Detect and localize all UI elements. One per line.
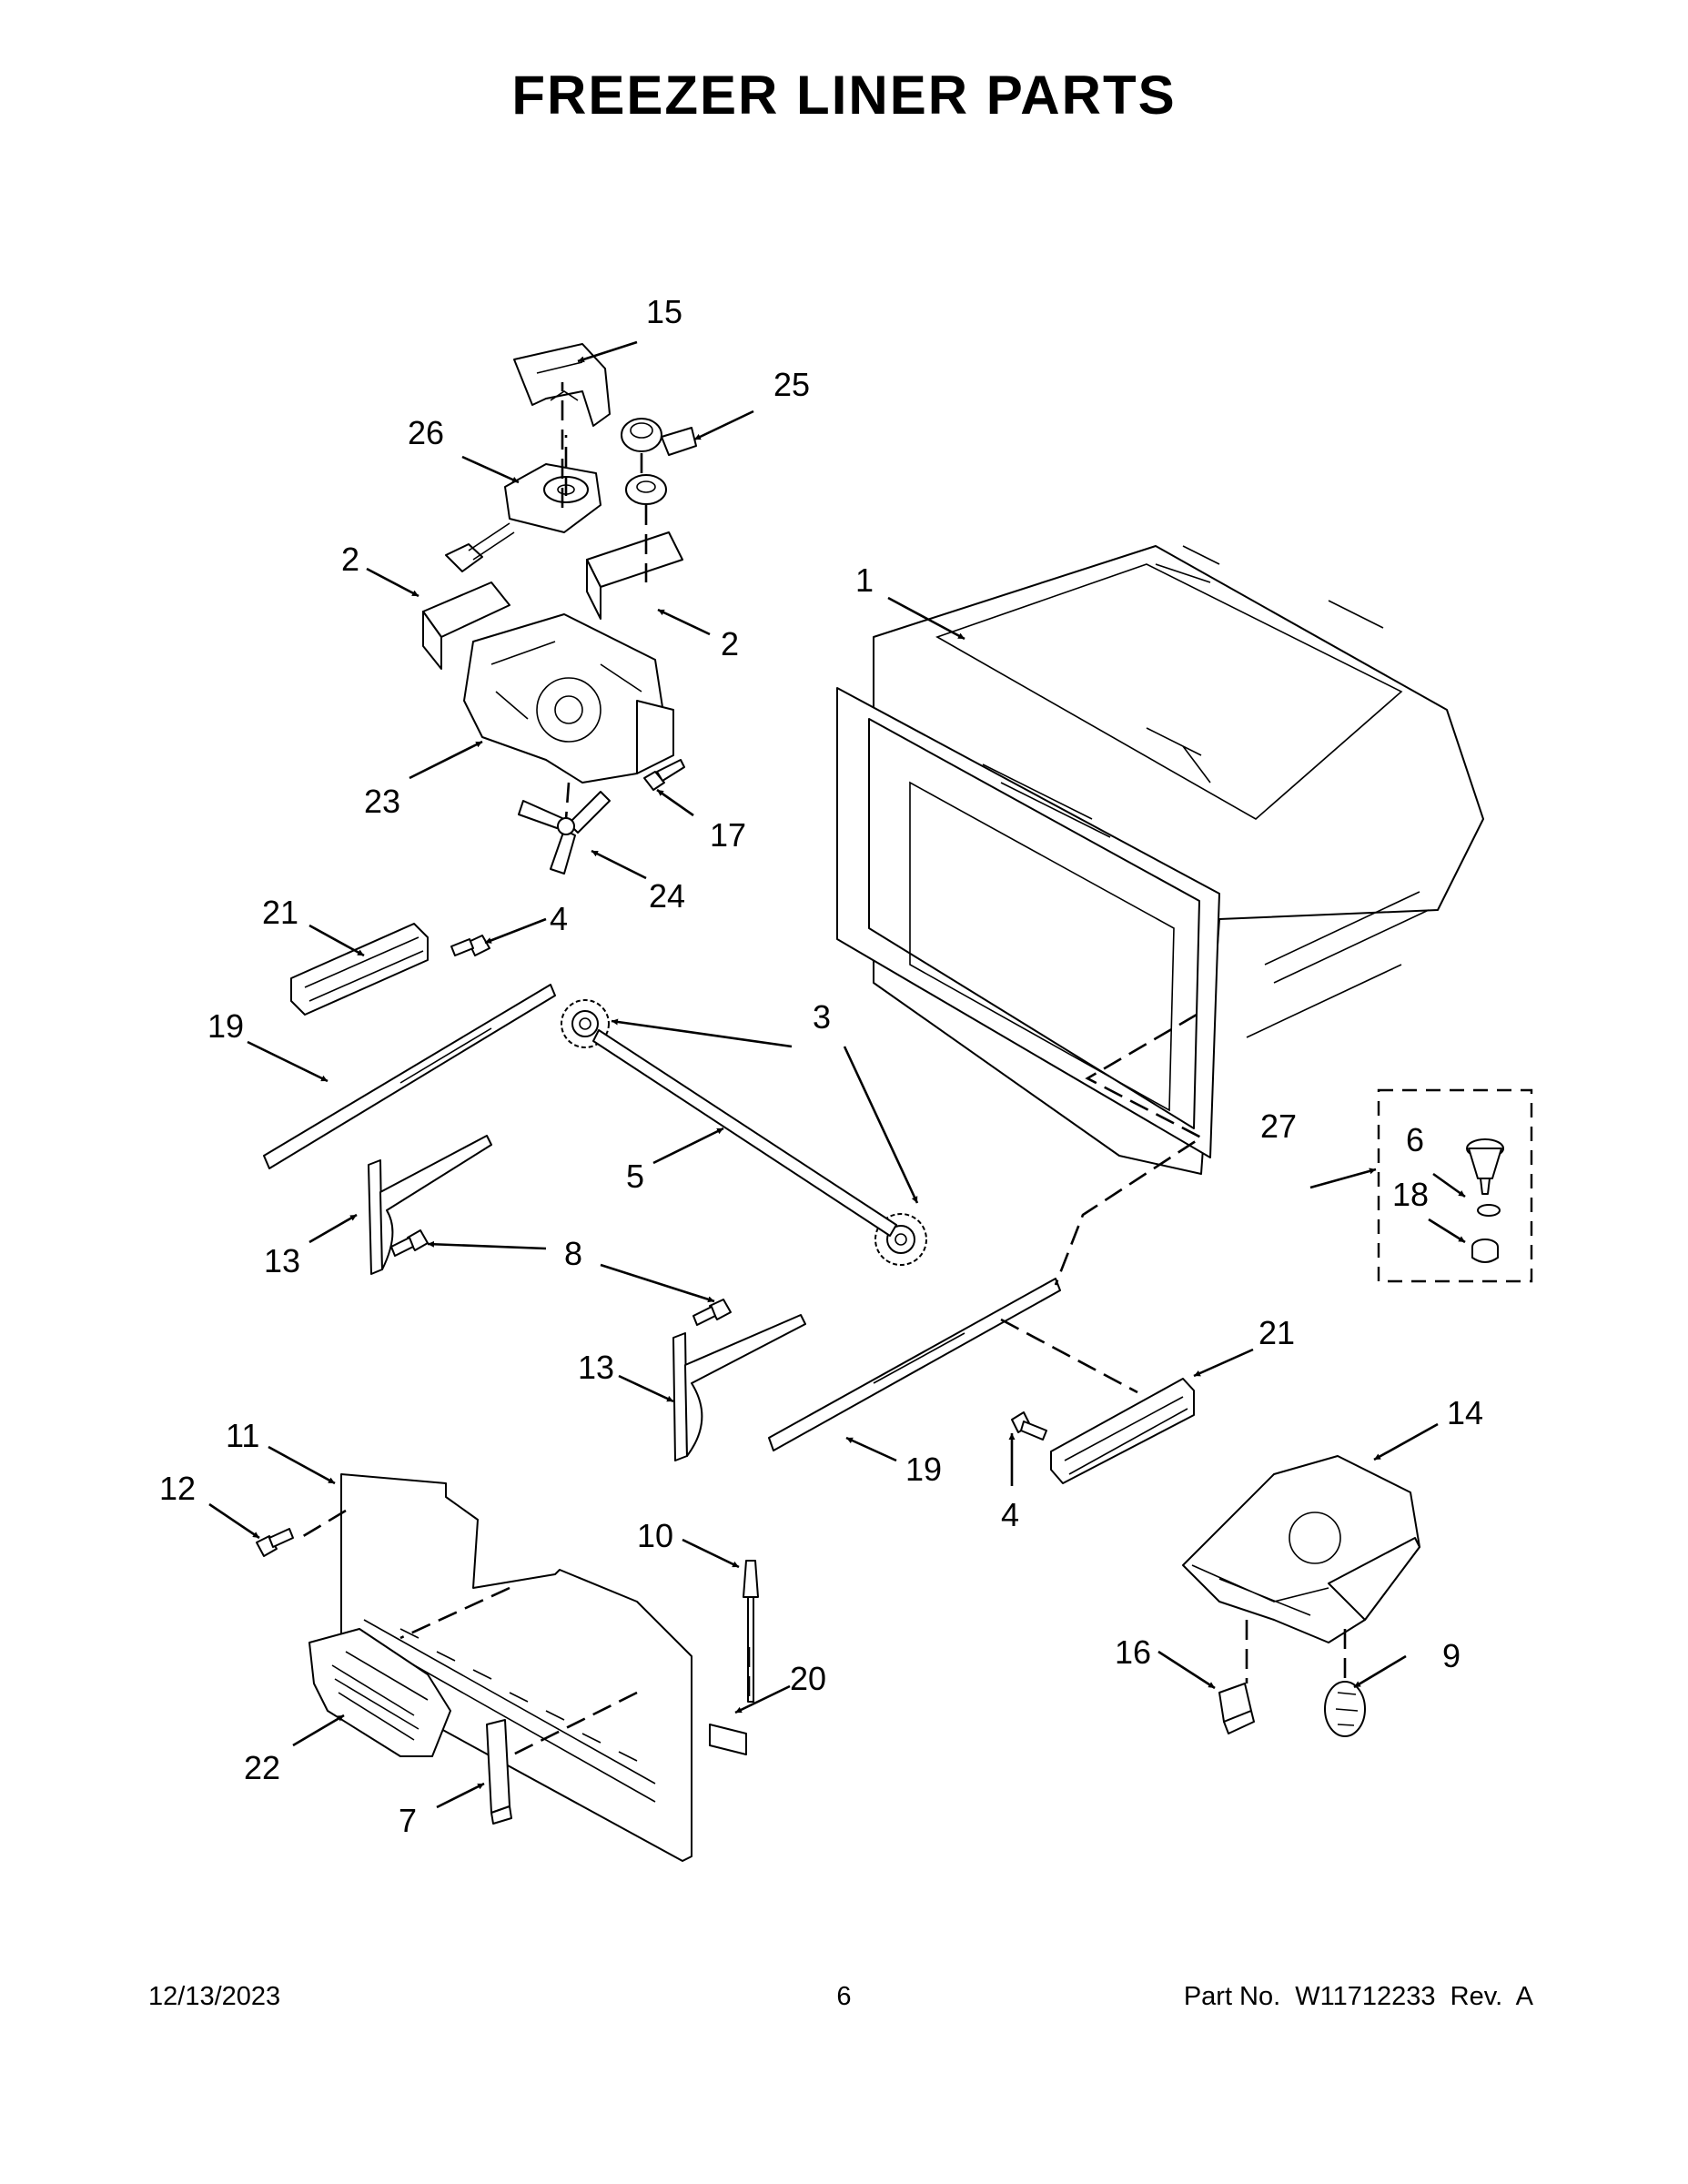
footer-date: 12/13/2023 <box>148 1982 281 2011</box>
callout-23: 23 <box>364 783 400 820</box>
callout-1: 1 <box>855 561 874 599</box>
part-grille-22 <box>308 1628 451 1757</box>
callout-4-upper: 4 <box>550 900 568 937</box>
callout-19-upper: 19 <box>207 1007 244 1045</box>
callout-8: 8 <box>564 1235 582 1272</box>
callout-11: 11 <box>226 1417 259 1454</box>
callout-15: 15 <box>646 293 682 330</box>
part-foam-pad-right <box>586 531 683 620</box>
callout-7: 7 <box>399 1802 417 1839</box>
callout-22: 22 <box>244 1749 280 1786</box>
callout-10: 10 <box>637 1517 673 1554</box>
callout-14: 14 <box>1447 1394 1483 1431</box>
callout-17: 17 <box>710 816 746 854</box>
part-ice-bin-cover <box>1182 1455 1420 1643</box>
part-cam-9 <box>1324 1681 1366 1737</box>
callout-20: 20 <box>790 1660 826 1697</box>
callout-12: 12 <box>159 1470 196 1507</box>
callout-3: 3 <box>813 998 831 1036</box>
part-slide-rail-lower <box>768 1278 1061 1451</box>
part-kit-18 <box>1471 1239 1499 1263</box>
part-clip-7 <box>486 1719 512 1825</box>
part-slide-rail-upper <box>263 984 556 1169</box>
part-damper-knob <box>621 418 697 505</box>
part-freezer-liner <box>836 545 1484 1175</box>
part-fan-blade <box>518 791 611 875</box>
part-screw-4-lower <box>1011 1411 1047 1441</box>
callout-4-lower: 4 <box>1001 1496 1019 1533</box>
part-screw-17 <box>643 759 685 791</box>
callout-19-lower: 19 <box>905 1451 942 1488</box>
part-fan-shroud <box>463 613 674 784</box>
footer-part-number: Part No. W11712233 Rev. A <box>1183 1982 1533 2011</box>
kit-27-box <box>1377 1088 1533 1283</box>
part-foam-pad-left <box>422 581 510 670</box>
page-title: FREEZER LINER PARTS <box>511 65 1177 126</box>
callout-27: 27 <box>1260 1107 1297 1145</box>
footer-page-number: 6 <box>836 1982 852 2011</box>
callout-9: 9 <box>1442 1637 1461 1674</box>
part-slide-bracket-lower <box>1050 1378 1195 1484</box>
part-kit-oring <box>1477 1204 1501 1217</box>
part-fan-motor <box>445 463 601 572</box>
callout-6: 6 <box>1406 1121 1424 1158</box>
part-clip-16 <box>1218 1683 1255 1734</box>
part-screw-8-right <box>692 1299 732 1326</box>
part-shaft <box>592 1029 897 1237</box>
part-screw-4-upper <box>450 935 490 956</box>
callout-13-lower: 13 <box>578 1349 614 1386</box>
callout-2-right: 2 <box>721 625 739 662</box>
callout-25: 25 <box>773 366 810 403</box>
part-sensor-10 <box>743 1560 759 1703</box>
part-bracket-13-upper <box>368 1135 492 1275</box>
part-screw-12 <box>256 1528 294 1557</box>
callout-labels: 15 25 26 2 2 1 23 17 24 21 4 3 19 5 27 6… <box>159 293 1483 1839</box>
part-foam-strip-20 <box>709 1724 747 1755</box>
part-slide-bracket-upper <box>290 923 429 1016</box>
part-screw-8-left <box>390 1229 429 1257</box>
callout-18: 18 <box>1392 1176 1429 1213</box>
callout-16: 16 <box>1115 1633 1151 1671</box>
part-kit-6 <box>1466 1138 1504 1195</box>
callout-21-lower: 21 <box>1258 1314 1295 1351</box>
leader-arrows <box>208 340 1466 1809</box>
callout-5: 5 <box>626 1158 644 1195</box>
callout-2-left: 2 <box>341 541 359 578</box>
callout-24: 24 <box>649 877 685 915</box>
callout-26: 26 <box>408 414 444 451</box>
callout-13-upper: 13 <box>264 1242 300 1279</box>
assembly-lines <box>299 382 1347 1758</box>
part-bracket-13-lower <box>672 1314 806 1461</box>
part-rear-panel <box>340 1473 692 1862</box>
callout-21-upper: 21 <box>262 894 298 931</box>
